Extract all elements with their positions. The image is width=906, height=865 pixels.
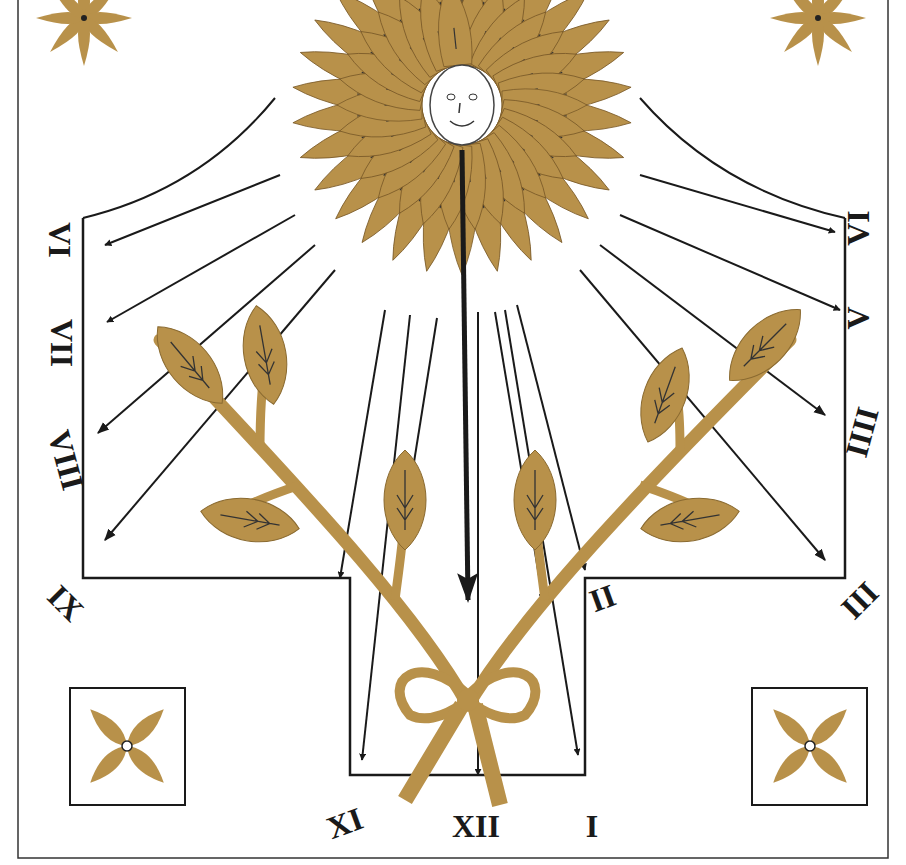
face [430, 65, 494, 145]
eye [447, 94, 455, 100]
ribbon-bow [400, 672, 536, 718]
petal-mark [454, 28, 456, 49]
hour-line [600, 245, 825, 415]
hour-numeral: II [585, 579, 619, 618]
leaf-vein [219, 507, 281, 533]
leaf-blade [384, 450, 426, 550]
star-point [780, 0, 822, 22]
hour-numeral: XI [323, 802, 367, 844]
leaf [628, 341, 702, 449]
leaf-blade [236, 302, 295, 408]
cross-arm [768, 704, 816, 752]
cross-center [122, 741, 132, 751]
leaf [514, 450, 556, 550]
hour-numeral: IX [42, 579, 90, 627]
hour-numeral: XII [452, 810, 500, 842]
sun-petal [433, 0, 474, 67]
nose-mouth [450, 103, 474, 126]
hour-numeral: V [842, 306, 874, 329]
cross-arm [121, 740, 169, 788]
leaf [236, 302, 295, 408]
petal-shape [433, 0, 474, 67]
hour-numeral: III [835, 575, 884, 624]
hour-line [640, 175, 835, 232]
leaf [637, 491, 743, 550]
cross-arm [804, 740, 852, 788]
hour-line [107, 215, 295, 322]
leaf [197, 491, 303, 550]
leaf [715, 295, 815, 395]
star-center [815, 15, 821, 21]
hour-line [98, 245, 315, 433]
leaf-blade [637, 491, 743, 550]
hour-numeral: I [586, 810, 598, 842]
corner-crosses [85, 704, 853, 789]
hour-numeral: VI [44, 222, 76, 258]
hour-numeral: VI [842, 210, 874, 246]
hour-line [505, 310, 578, 755]
ribbon-knot [457, 689, 479, 711]
hour-numeral: IIII [840, 404, 884, 460]
corner-stars [36, 0, 866, 66]
hour-numeral: VII [46, 319, 78, 367]
cross-arm [121, 704, 169, 752]
leaf [142, 313, 238, 417]
branch [468, 340, 790, 705]
star-center [81, 15, 87, 21]
cross-arm [768, 740, 816, 788]
cross-center [805, 741, 815, 751]
eye [469, 94, 477, 100]
star-point [46, 0, 88, 22]
laurel-branches [142, 295, 815, 805]
leaf-blade [628, 341, 702, 449]
corner-box [70, 688, 185, 805]
frame [18, 0, 888, 858]
leaf-blade [514, 450, 556, 550]
corner-box [752, 688, 867, 805]
leaf-vein [397, 470, 413, 530]
hour-line [105, 175, 280, 245]
cross-arm [804, 704, 852, 752]
leaf [384, 450, 426, 550]
leaf-blade [715, 295, 815, 395]
leaf-blade [142, 313, 238, 417]
hour-lines [98, 175, 840, 775]
cross-arm [85, 740, 133, 788]
leaf-vein [165, 337, 216, 393]
leaf-vein [738, 318, 792, 372]
leaf-blade [197, 491, 303, 550]
cross-arm [85, 704, 133, 752]
hour-line [620, 215, 840, 310]
ribbon-tail [405, 705, 500, 805]
gnomon-arrow [462, 150, 468, 600]
leaf-vein [659, 507, 721, 533]
leaf-vein [527, 470, 543, 530]
leaf-vein [647, 364, 683, 426]
leaf-vein [252, 324, 278, 386]
